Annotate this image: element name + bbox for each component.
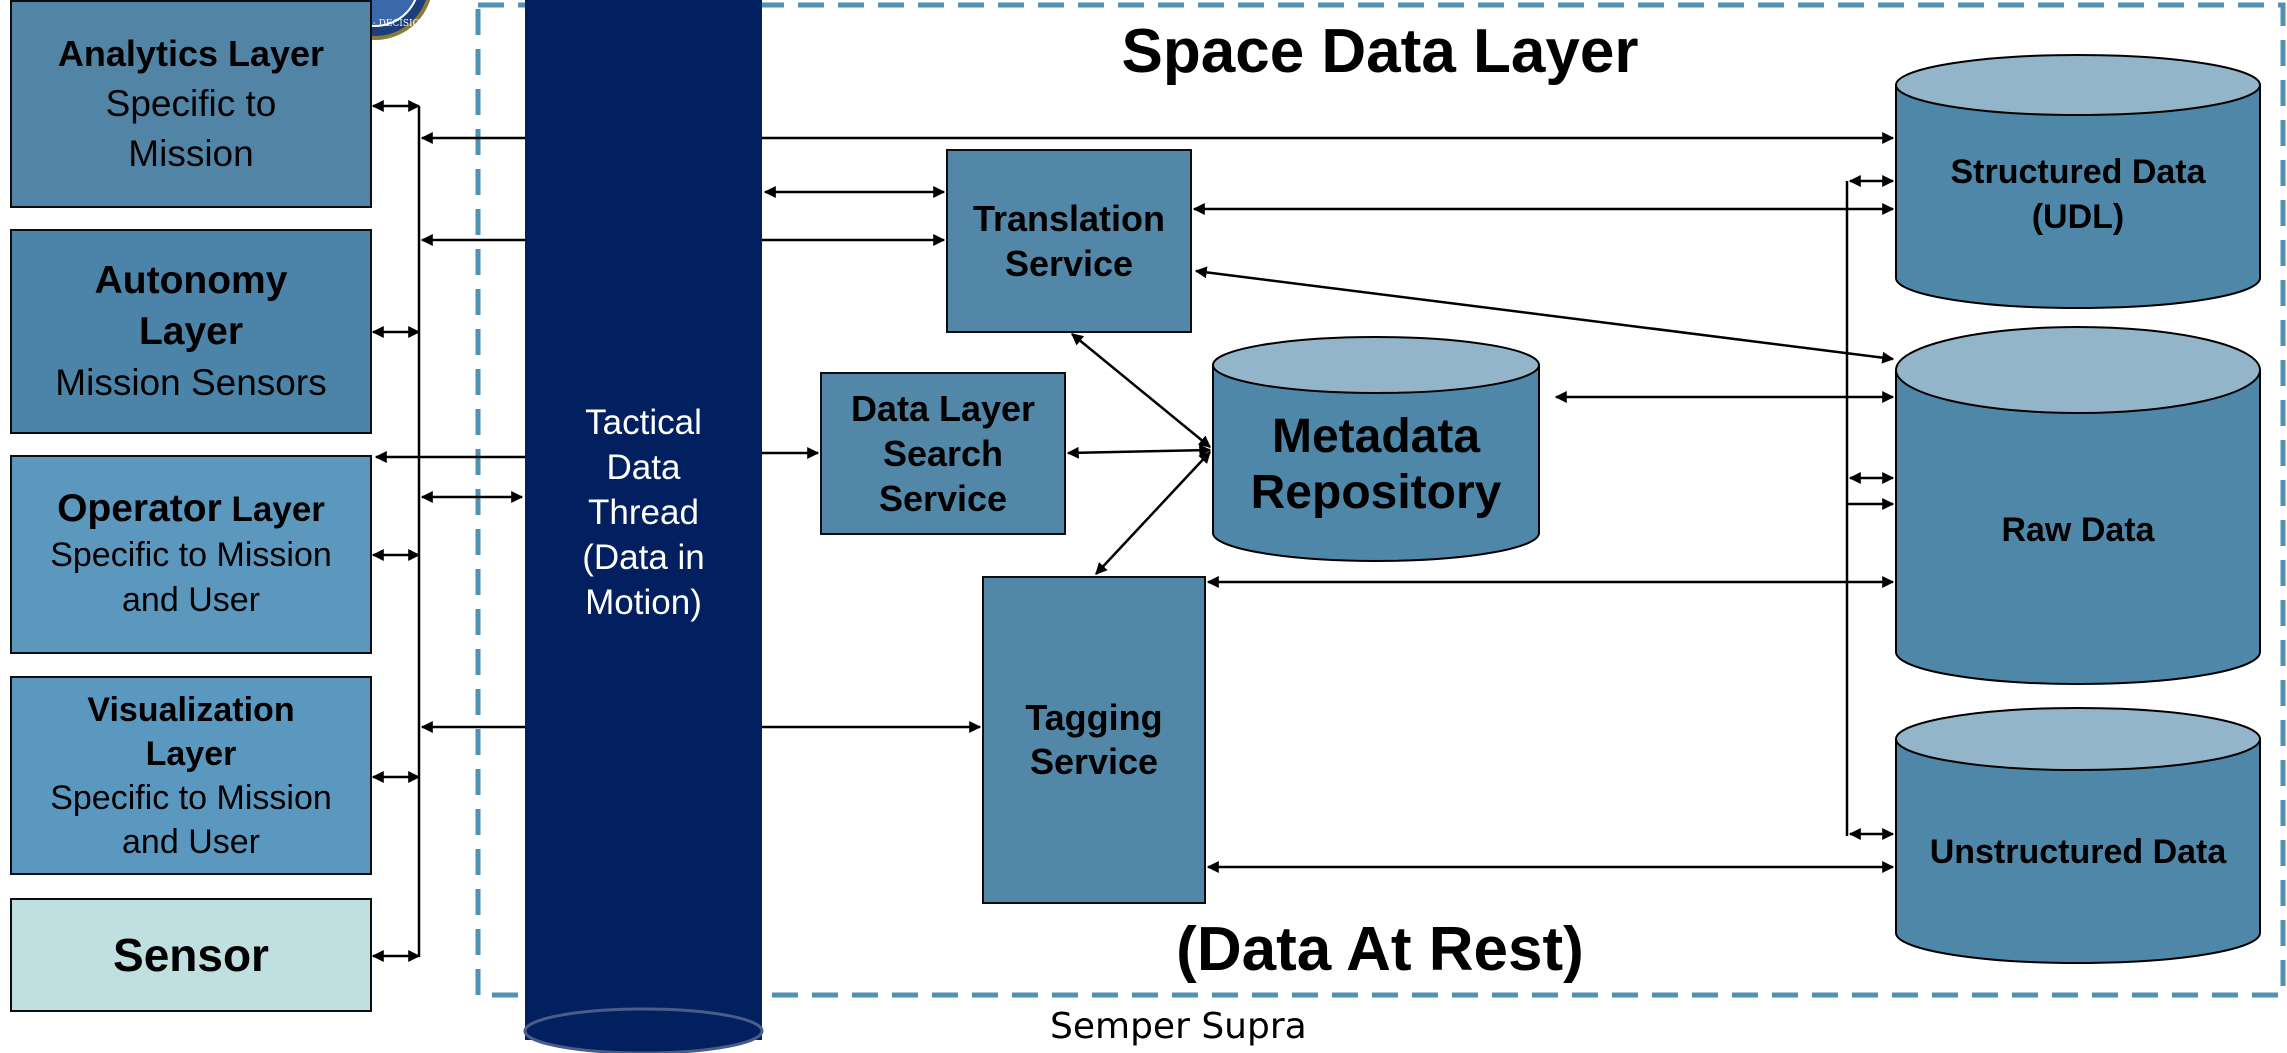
operator-layer-title: Operator Layer — [57, 486, 325, 533]
tagging-service-box: Tagging Service — [982, 576, 1206, 904]
visualization-layer-desc-2: and User — [122, 822, 260, 861]
diagram-title: Space Data Layer — [1121, 17, 1639, 86]
diagram-subtitle: (Data At Rest) — [1176, 915, 1584, 984]
search-service-line-2: Search — [882, 433, 1004, 474]
tagging-service-line-2: Service — [1029, 741, 1159, 782]
analytics-layer-box: Analytics Layer Specific to Mission — [10, 0, 372, 208]
structured-data-line-1: Structured Data — [1950, 153, 2206, 191]
tactical-data-thread-label: Tactical Data Thread (Data in Motion) — [540, 400, 747, 625]
raw-data-label: Raw Data — [2001, 510, 2155, 549]
footer-text: Semper Supra — [1050, 1006, 1307, 1047]
svg-text:DOMAINS · DECISION: DOMAINS · DECISION — [322, 19, 428, 29]
analytics-layer-desc-2: Mission — [128, 133, 254, 174]
metadata-repository-line-2: Repository — [1250, 466, 1502, 519]
search-service-line-1: Data Layer — [850, 388, 1036, 429]
data-layer-search-service-box: Data Layer Search Service — [820, 372, 1066, 535]
analytics-layer-title: Analytics Layer — [57, 33, 325, 74]
analytics-layer-desc-1: Specific to — [105, 83, 277, 124]
sensor-title: Sensor — [113, 929, 269, 981]
tactical-data-thread-column — [523, 0, 764, 1053]
visualization-layer-title-1: Visualization — [87, 690, 295, 729]
operator-layer-title-bold: Operator — [57, 487, 222, 530]
unstructured-data-cylinder — [1895, 707, 2261, 964]
thread-line-1: Tactical — [585, 403, 702, 442]
thread-line-2: Data — [606, 448, 681, 487]
visualization-layer-box: Visualization Layer Specific to Mission … — [10, 676, 372, 875]
thread-line-4: (Data in — [582, 538, 705, 577]
translation-service-box: Translation Service — [946, 149, 1192, 333]
structured-data-line-2: (UDL) — [2031, 198, 2125, 236]
operator-layer-box: Operator Layer Specific to Mission and U… — [10, 455, 372, 654]
autonomy-layer-box: Autonomy Layer Mission Sensors — [10, 229, 372, 434]
operator-layer-desc-2: and User — [122, 581, 260, 619]
metadata-repository-line-1: Metadata — [1271, 410, 1481, 463]
thread-line-3: Thread — [588, 493, 699, 532]
operator-layer-title-rest: Layer — [221, 490, 325, 529]
autonomy-layer-title-2: Layer — [138, 310, 244, 353]
autonomy-layer-title-1: Autonomy — [94, 259, 288, 302]
sensor-box: Sensor — [10, 898, 372, 1012]
visualization-layer-desc-1: Specific to Mission — [50, 778, 332, 817]
visualization-layer-title-2: Layer — [145, 734, 237, 773]
metadata-repository-label: Metadata Repository — [1213, 400, 1539, 530]
structured-data-cylinder — [1895, 54, 2261, 309]
connectors — [371, 100, 1895, 962]
search-service-line-3: Service — [878, 478, 1008, 519]
operator-layer-desc-1: Specific to Mission — [50, 536, 332, 574]
tagging-service-line-1: Tagging — [1025, 697, 1163, 738]
translation-service-line-1: Translation — [972, 198, 1166, 239]
structured-data-label: Structured Data (UDL) — [1896, 140, 2260, 250]
unstructured-data-label: Unstructured Data — [1929, 832, 2227, 871]
translation-service-line-2: Service — [1004, 243, 1134, 284]
thread-line-5: Motion) — [585, 583, 702, 622]
autonomy-layer-desc: Mission Sensors — [55, 362, 327, 403]
raw-data-cylinder — [1895, 326, 2261, 685]
